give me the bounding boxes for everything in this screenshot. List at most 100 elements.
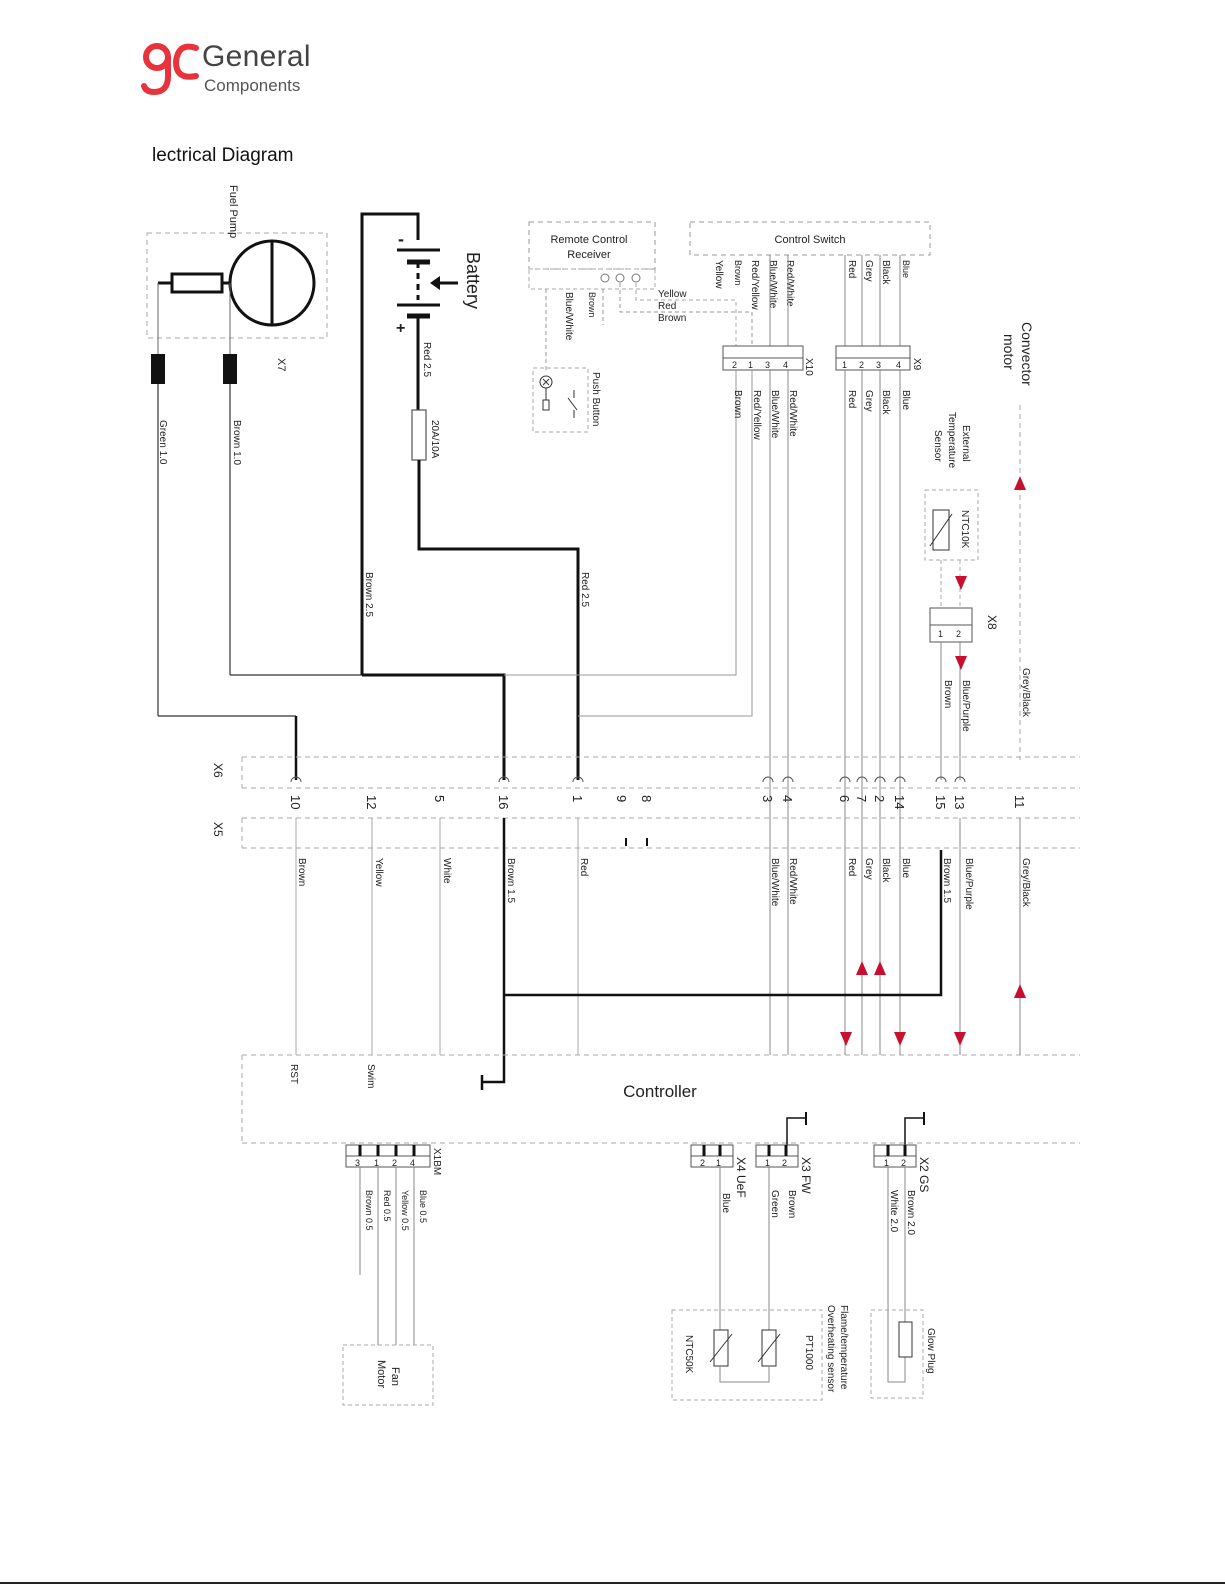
page-title: lectrical Diagram: [152, 145, 294, 166]
svg-text:+: +: [396, 320, 405, 337]
svg-text:Blue/Purple: Blue/Purple: [960, 680, 971, 732]
svg-text:Red 0.5: Red 0.5: [382, 1190, 392, 1222]
x6-pin-number: 1: [570, 795, 585, 802]
x5-wire-label: Red: [846, 858, 857, 876]
svg-text:X4 UeF: X4 UeF: [734, 1157, 748, 1198]
x6-pin-socket: [856, 776, 868, 783]
glow-plug: [870, 1309, 924, 1399]
x6-pin-number: 5: [432, 795, 447, 802]
arrow-down-icon: [894, 1032, 906, 1046]
brand-name: General: [202, 40, 311, 73]
svg-text:NTC10K: NTC10K: [959, 510, 970, 549]
fan-motor: [342, 1344, 434, 1406]
svg-text:Red/Yellow: Red/Yellow: [749, 260, 760, 310]
arrow-down-icon: [955, 576, 967, 590]
svg-text:Blue/White: Blue/White: [563, 292, 574, 341]
brand-subname: Components: [204, 76, 301, 95]
svg-text:Control Switch: Control Switch: [775, 234, 846, 246]
svg-text:X9: X9: [911, 358, 922, 371]
wire-red-2.5-top-label: Red 2.5: [421, 342, 432, 377]
arrow-up-icon: [1014, 476, 1026, 490]
controller-label: Controller: [623, 1082, 697, 1101]
svg-text:Receiver: Receiver: [567, 249, 611, 261]
x5-wire-label: Grey: [863, 858, 874, 880]
fuel-pump: Fuel Pump: [146, 185, 328, 355]
svg-text:X10: X10: [803, 358, 814, 376]
convector-motor: Convector motor Grey/Black: [1001, 322, 1035, 760]
x5-wire-label: Blue: [900, 858, 911, 878]
svg-text:Temperature: Temperature: [946, 412, 957, 469]
svg-text:1: 1: [374, 1158, 379, 1168]
svg-text:Grey: Grey: [863, 390, 874, 412]
x6-pin-socket: [290, 776, 302, 783]
svg-text:3: 3: [355, 1158, 360, 1168]
svg-text:X6: X6: [211, 763, 225, 778]
svg-text:Red: Red: [658, 301, 676, 312]
svg-text:Swim: Swim: [365, 1064, 376, 1088]
fuse: 20A/10A Red 2.5: [411, 409, 590, 780]
svg-text:Overheating sensor: Overheating sensor: [825, 1305, 836, 1393]
svg-text:Red: Red: [846, 390, 857, 408]
svg-text:2: 2: [859, 360, 864, 370]
x6-pin-number: 14: [892, 795, 907, 809]
svg-text:2: 2: [956, 629, 961, 639]
svg-text:1: 1: [765, 1158, 770, 1168]
svg-text:X5: X5: [211, 822, 225, 837]
svg-text:1: 1: [716, 1158, 721, 1168]
push-button: Push Button: [532, 367, 601, 433]
svg-text:motor: motor: [1001, 334, 1017, 370]
gc-logo-mark-icon: [141, 43, 199, 96]
svg-text:PT1000: PT1000: [803, 1335, 814, 1370]
svg-text:1: 1: [748, 360, 753, 370]
x6-pin-number: 7: [854, 795, 869, 802]
svg-text:Black: Black: [880, 260, 891, 285]
svg-text:2: 2: [901, 1158, 906, 1168]
arrow-down-icon: [955, 656, 967, 670]
battery: - + Battery Red 2.5: [360, 212, 483, 675]
svg-text:-: -: [398, 229, 404, 249]
svg-text:X2 GS: X2 GS: [917, 1157, 931, 1192]
arrow-up-icon: [856, 961, 868, 975]
svg-text:X8: X8: [985, 615, 999, 630]
svg-text:Remote Control: Remote Control: [550, 234, 627, 246]
x5-wire-label: Brown: [296, 858, 307, 886]
svg-text:Red/White: Red/White: [787, 390, 798, 437]
svg-text:1: 1: [938, 629, 943, 639]
logo: General Components: [140, 40, 340, 100]
svg-text:Brown: Brown: [786, 1190, 797, 1218]
svg-text:White 2.0: White 2.0: [888, 1190, 899, 1233]
svg-text:Yellow: Yellow: [658, 289, 687, 300]
push-button-label: Push Button: [590, 372, 601, 426]
x5-wire-label: Yellow: [373, 858, 384, 887]
svg-text:Yellow 0.5: Yellow 0.5: [400, 1190, 410, 1231]
svg-text:Glow Plug: Glow Plug: [925, 1328, 936, 1374]
x6-pin-socket: [498, 776, 510, 783]
svg-text:4: 4: [896, 360, 901, 370]
x4-x3-connectors: 2 1 X4 UeF 1 2 X3 FW Blue Green Brown Fl…: [671, 1144, 849, 1401]
x6-pin-socket: [874, 776, 886, 783]
x6-pin-socket: [782, 776, 794, 783]
arrow-down-icon: [954, 1032, 966, 1046]
wire-brown-1.0-label: Brown 1.0: [231, 420, 242, 465]
x6-pin-number: 3: [760, 795, 775, 802]
svg-text:Motor: Motor: [375, 1360, 387, 1388]
svg-text:Brown: Brown: [733, 260, 743, 286]
x6-pin-number: 9: [614, 795, 629, 802]
svg-text:Red: Red: [846, 260, 857, 278]
svg-text:Convector: Convector: [1019, 322, 1035, 386]
svg-text:Brown: Brown: [732, 390, 743, 418]
svg-text:Sensor: Sensor: [932, 430, 943, 462]
svg-text:2: 2: [782, 1158, 787, 1168]
wire-red-2.5-label: Red 2.5: [579, 572, 590, 607]
svg-text:Blue/White: Blue/White: [767, 260, 778, 309]
x5-wire-label: Brown 1.5: [505, 858, 516, 903]
svg-text:Yellow: Yellow: [713, 260, 724, 289]
svg-text:NTC50K: NTC50K: [683, 1335, 694, 1374]
x6-pin-number: 11: [1012, 795, 1027, 809]
x7-connector: X7: [151, 354, 287, 384]
x6-pin-number: 16: [496, 795, 511, 809]
switch-harness-wires: Brown Red/Yellow Blue/White Red/White Re…: [504, 370, 911, 1055]
control-switch: Control Switch Yellow Brown Red/Yellow B…: [689, 221, 931, 346]
arrow-up-icon: [874, 961, 886, 975]
